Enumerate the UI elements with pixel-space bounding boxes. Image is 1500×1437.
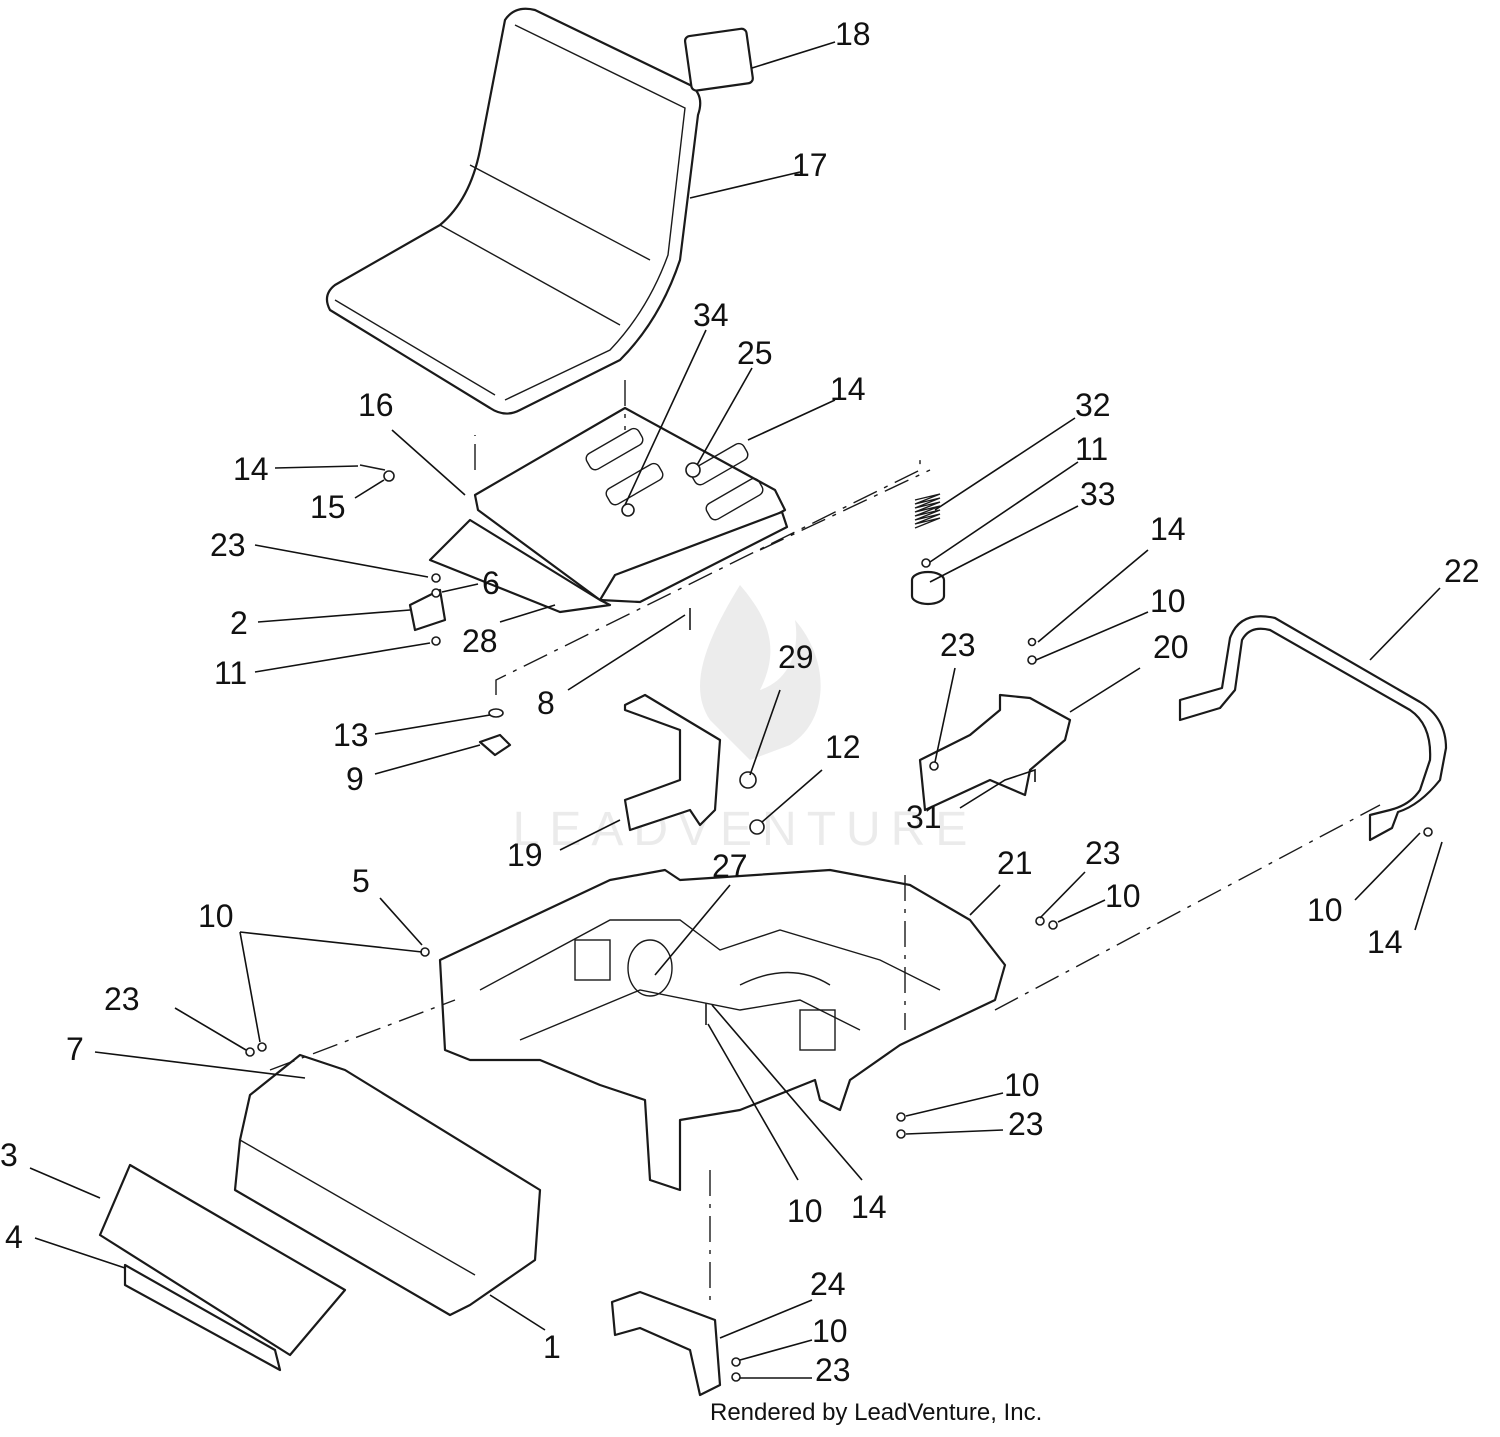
control-panel <box>233 1053 542 1317</box>
callout-21: 21 <box>997 845 1033 881</box>
nut-23-lower <box>896 1129 906 1139</box>
callout-11: 11 <box>214 655 247 691</box>
washer-10-frame <box>1048 920 1058 930</box>
callout-20: 20 <box>1153 629 1189 665</box>
rollbar-alignment-line <box>994 804 1381 1011</box>
callout-11: 11 <box>1075 431 1108 467</box>
callout-23: 23 <box>815 1352 851 1388</box>
bolt-14-bracket <box>1027 637 1037 647</box>
washer-10-panel <box>257 1042 267 1052</box>
bolt-5 <box>420 947 430 957</box>
callout-34: 34 <box>693 297 729 333</box>
callout-3: 3 <box>0 1137 18 1173</box>
leadventure-watermark: LEADVENTURE <box>513 585 978 856</box>
washer-10-lower <box>896 1112 906 1122</box>
callout-19: 19 <box>507 837 543 873</box>
washer-15 <box>383 470 395 482</box>
callout-10: 10 <box>198 898 234 934</box>
callouts: 18 17 34 25 14 16 14 32 15 11 33 23 14 6… <box>0 16 1480 1388</box>
render-credit: Rendered by LeadVenture, Inc. <box>710 1399 1042 1426</box>
callout-14: 14 <box>830 371 866 407</box>
bracket-20 <box>918 693 1072 812</box>
spring-cup <box>910 570 946 606</box>
callout-23: 23 <box>1008 1106 1044 1142</box>
washer-10-bracket-24 <box>731 1357 741 1367</box>
callout-10: 10 <box>787 1193 823 1229</box>
bracket-24 <box>610 1290 722 1397</box>
bushing-12 <box>749 819 765 835</box>
knob-alignment-line <box>495 460 931 695</box>
nut-23-bracket <box>929 761 939 771</box>
main-frame <box>438 868 1007 1192</box>
flange-nut-23 <box>431 573 441 583</box>
panel-alignment-line <box>269 999 456 1071</box>
callout-27: 27 <box>712 848 748 884</box>
spring <box>914 493 941 529</box>
callout-22: 22 <box>1444 553 1480 589</box>
washer-10-bracket <box>1027 655 1037 665</box>
callout-10: 10 <box>812 1313 848 1349</box>
bracket-19 <box>623 693 722 832</box>
callout-2: 2 <box>230 605 248 641</box>
callout-28: 28 <box>462 623 498 659</box>
callout-33: 33 <box>1080 476 1116 512</box>
callout-23: 23 <box>1085 835 1121 871</box>
callout-1: 1 <box>543 1329 561 1365</box>
callout-10: 10 <box>1307 892 1343 928</box>
callout-10: 10 <box>1150 583 1186 619</box>
seat-plate <box>473 406 789 604</box>
callout-23: 23 <box>210 527 246 563</box>
panel-cover <box>98 1163 347 1357</box>
callout-16: 16 <box>358 387 394 423</box>
seat-alignment-line <box>474 380 626 470</box>
nut-23-frame <box>1035 916 1045 926</box>
callout-14: 14 <box>233 451 269 487</box>
seat <box>325 7 702 415</box>
callout-25: 25 <box>737 335 773 371</box>
bolt-6 <box>431 588 441 598</box>
callout-14: 14 <box>1367 924 1403 960</box>
callout-17: 17 <box>792 147 828 183</box>
callout-14: 14 <box>851 1189 887 1225</box>
nut-11 <box>431 636 441 646</box>
callout-18: 18 <box>835 16 871 52</box>
nut-23-bracket-24 <box>731 1372 741 1382</box>
callout-7: 7 <box>66 1031 84 1067</box>
callout-15: 15 <box>310 489 346 525</box>
nut-29 <box>739 771 757 789</box>
callout-12: 12 <box>825 729 861 765</box>
callout-31: 31 <box>906 799 942 835</box>
callout-6: 6 <box>482 565 500 601</box>
panel-decal <box>123 1263 282 1372</box>
seat-slide <box>428 518 612 614</box>
callout-10: 10 <box>1004 1067 1040 1103</box>
callout-24: 24 <box>810 1266 846 1302</box>
callout-5: 5 <box>352 863 370 899</box>
nut-23-panel <box>245 1047 255 1057</box>
callout-8: 8 <box>537 685 555 721</box>
callout-10: 10 <box>1105 878 1141 914</box>
leader-lines <box>29 41 1443 1379</box>
svg-text:LEADVENTURE: LEADVENTURE <box>513 803 978 856</box>
bolt-14 <box>359 464 386 471</box>
roll-bar <box>1178 615 1448 842</box>
nut-11-spring <box>921 558 931 568</box>
callout-23: 23 <box>940 627 976 663</box>
callout-4: 4 <box>5 1219 23 1255</box>
callout-29: 29 <box>778 639 814 675</box>
callout-14: 14 <box>1150 511 1186 547</box>
callout-23: 23 <box>104 981 140 1017</box>
callout-13: 13 <box>333 717 369 753</box>
callout-9: 9 <box>346 761 364 797</box>
knob-9 <box>478 733 512 757</box>
seat-bracket <box>408 588 447 632</box>
callout-32: 32 <box>1075 387 1111 423</box>
seat-decal <box>683 27 754 92</box>
washer-13 <box>488 708 504 718</box>
